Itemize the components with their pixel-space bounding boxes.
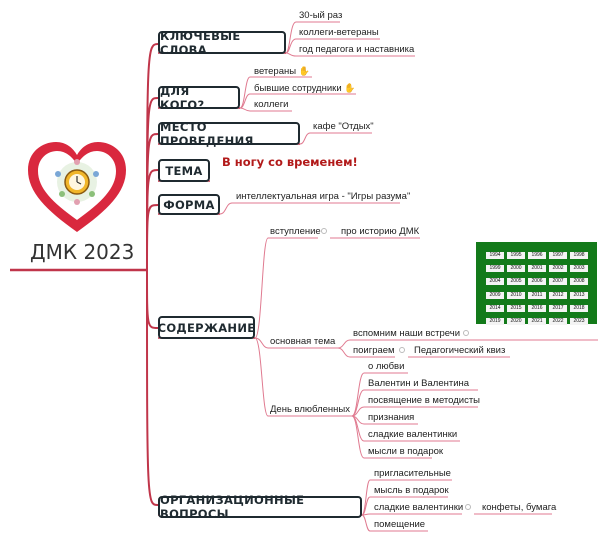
branch-theme[interactable]: ТЕМА bbox=[158, 159, 210, 182]
branch-form[interactable]: ФОРМА bbox=[158, 194, 220, 215]
sweets-child: конфеты, бумага bbox=[482, 502, 557, 513]
year-cell: 2001 bbox=[528, 265, 546, 273]
year-cell: 2022 bbox=[549, 318, 567, 325]
valentine-item: мысли в подарок bbox=[368, 446, 444, 457]
year-cell: 2017 bbox=[549, 304, 567, 312]
org-item: сладкие валентинки bbox=[374, 502, 464, 513]
year-cell: 2008 bbox=[570, 278, 588, 286]
keyword-item: 30-ый раз bbox=[299, 10, 343, 21]
year-cell: 2007 bbox=[549, 278, 567, 286]
year-cell: 2016 bbox=[528, 304, 546, 312]
root-title: ДМК 2023 bbox=[30, 240, 135, 264]
year-cell: 2000 bbox=[507, 265, 525, 273]
year-cell: 2023 bbox=[570, 318, 588, 325]
content-intro-child: про историю ДМК bbox=[341, 226, 420, 237]
year-cell: 2021 bbox=[528, 318, 546, 325]
year-cell: 2012 bbox=[549, 291, 567, 299]
form-item: интеллектуальная игра - "Игры разума" bbox=[236, 191, 411, 202]
for-whom-item: коллеги bbox=[254, 99, 289, 110]
year-cell: 1997 bbox=[549, 252, 567, 259]
branch-keywords[interactable]: КЛЮЧЕВЫЕ СЛОВА bbox=[158, 29, 286, 57]
year-cell: 1996 bbox=[528, 252, 546, 259]
year-cell: 2018 bbox=[570, 304, 588, 312]
for-whom-item: бывшие сотрудники ✋ bbox=[254, 83, 356, 94]
branch-for-whom[interactable]: ДЛЯ КОГО? bbox=[158, 84, 240, 112]
valentine-item: сладкие валентинки bbox=[368, 429, 458, 440]
year-cell: 2004 bbox=[486, 278, 504, 286]
play-child: Педагогический квиз bbox=[414, 345, 506, 356]
main-theme-item: поиграем bbox=[353, 345, 395, 356]
branch-venue[interactable]: МЕСТО ПРОВЕДЕНИЯ bbox=[158, 120, 300, 148]
valentine-item: посвящение в методисты bbox=[368, 395, 481, 406]
year-cell: 2019 bbox=[486, 318, 504, 325]
content-main-theme: основная тема bbox=[270, 336, 336, 347]
valentine-item: о любви bbox=[368, 361, 405, 372]
branch-content[interactable]: СОДЕРЖАНИЕ bbox=[158, 316, 255, 339]
content-valentine: День влюбленных bbox=[270, 404, 350, 415]
year-cell: 1999 bbox=[486, 265, 504, 273]
year-cell: 1995 bbox=[507, 252, 525, 259]
year-cell: 2002 bbox=[549, 265, 567, 273]
keyword-item: год педагога и наставника bbox=[299, 44, 415, 55]
heart-logo-icon bbox=[28, 142, 126, 232]
year-cell: 2009 bbox=[486, 291, 504, 299]
content-intro: вступление bbox=[270, 226, 321, 237]
year-cell: 2014 bbox=[486, 304, 504, 312]
year-cell: 2003 bbox=[570, 265, 588, 273]
venue-item: кафе "Отдых" bbox=[313, 121, 374, 132]
year-cell: 2005 bbox=[507, 278, 525, 286]
year-cell: 2011 bbox=[528, 291, 546, 299]
org-item: помещение bbox=[374, 519, 426, 530]
branch-org[interactable]: ОРГАНИЗАЦИОННЫЕ ВОПРОСЫ bbox=[158, 493, 362, 521]
main-theme-item: вспомним наши встречи bbox=[353, 328, 461, 339]
org-item: пригласительные bbox=[374, 468, 451, 479]
org-item: мысль в подарок bbox=[374, 485, 449, 496]
year-cell: 2013 bbox=[570, 291, 588, 299]
year-cell: 1998 bbox=[570, 252, 588, 259]
hand-icon: ✋ bbox=[344, 83, 356, 93]
year-cell: 2020 bbox=[507, 318, 525, 325]
year-cell: 1994 bbox=[486, 252, 504, 259]
for-whom-item: ветераны ✋ bbox=[254, 66, 310, 77]
year-cell: 2010 bbox=[507, 291, 525, 299]
year-cell: 2006 bbox=[528, 278, 546, 286]
keyword-item: коллеги-ветераны bbox=[299, 27, 379, 38]
theme-item: В ногу со временем! bbox=[222, 155, 358, 169]
valentine-item: признания bbox=[368, 412, 415, 423]
hand-icon: ✋ bbox=[298, 66, 310, 76]
valentine-item: Валентин и Валентина bbox=[368, 378, 470, 389]
year-cell: 2015 bbox=[507, 304, 525, 312]
